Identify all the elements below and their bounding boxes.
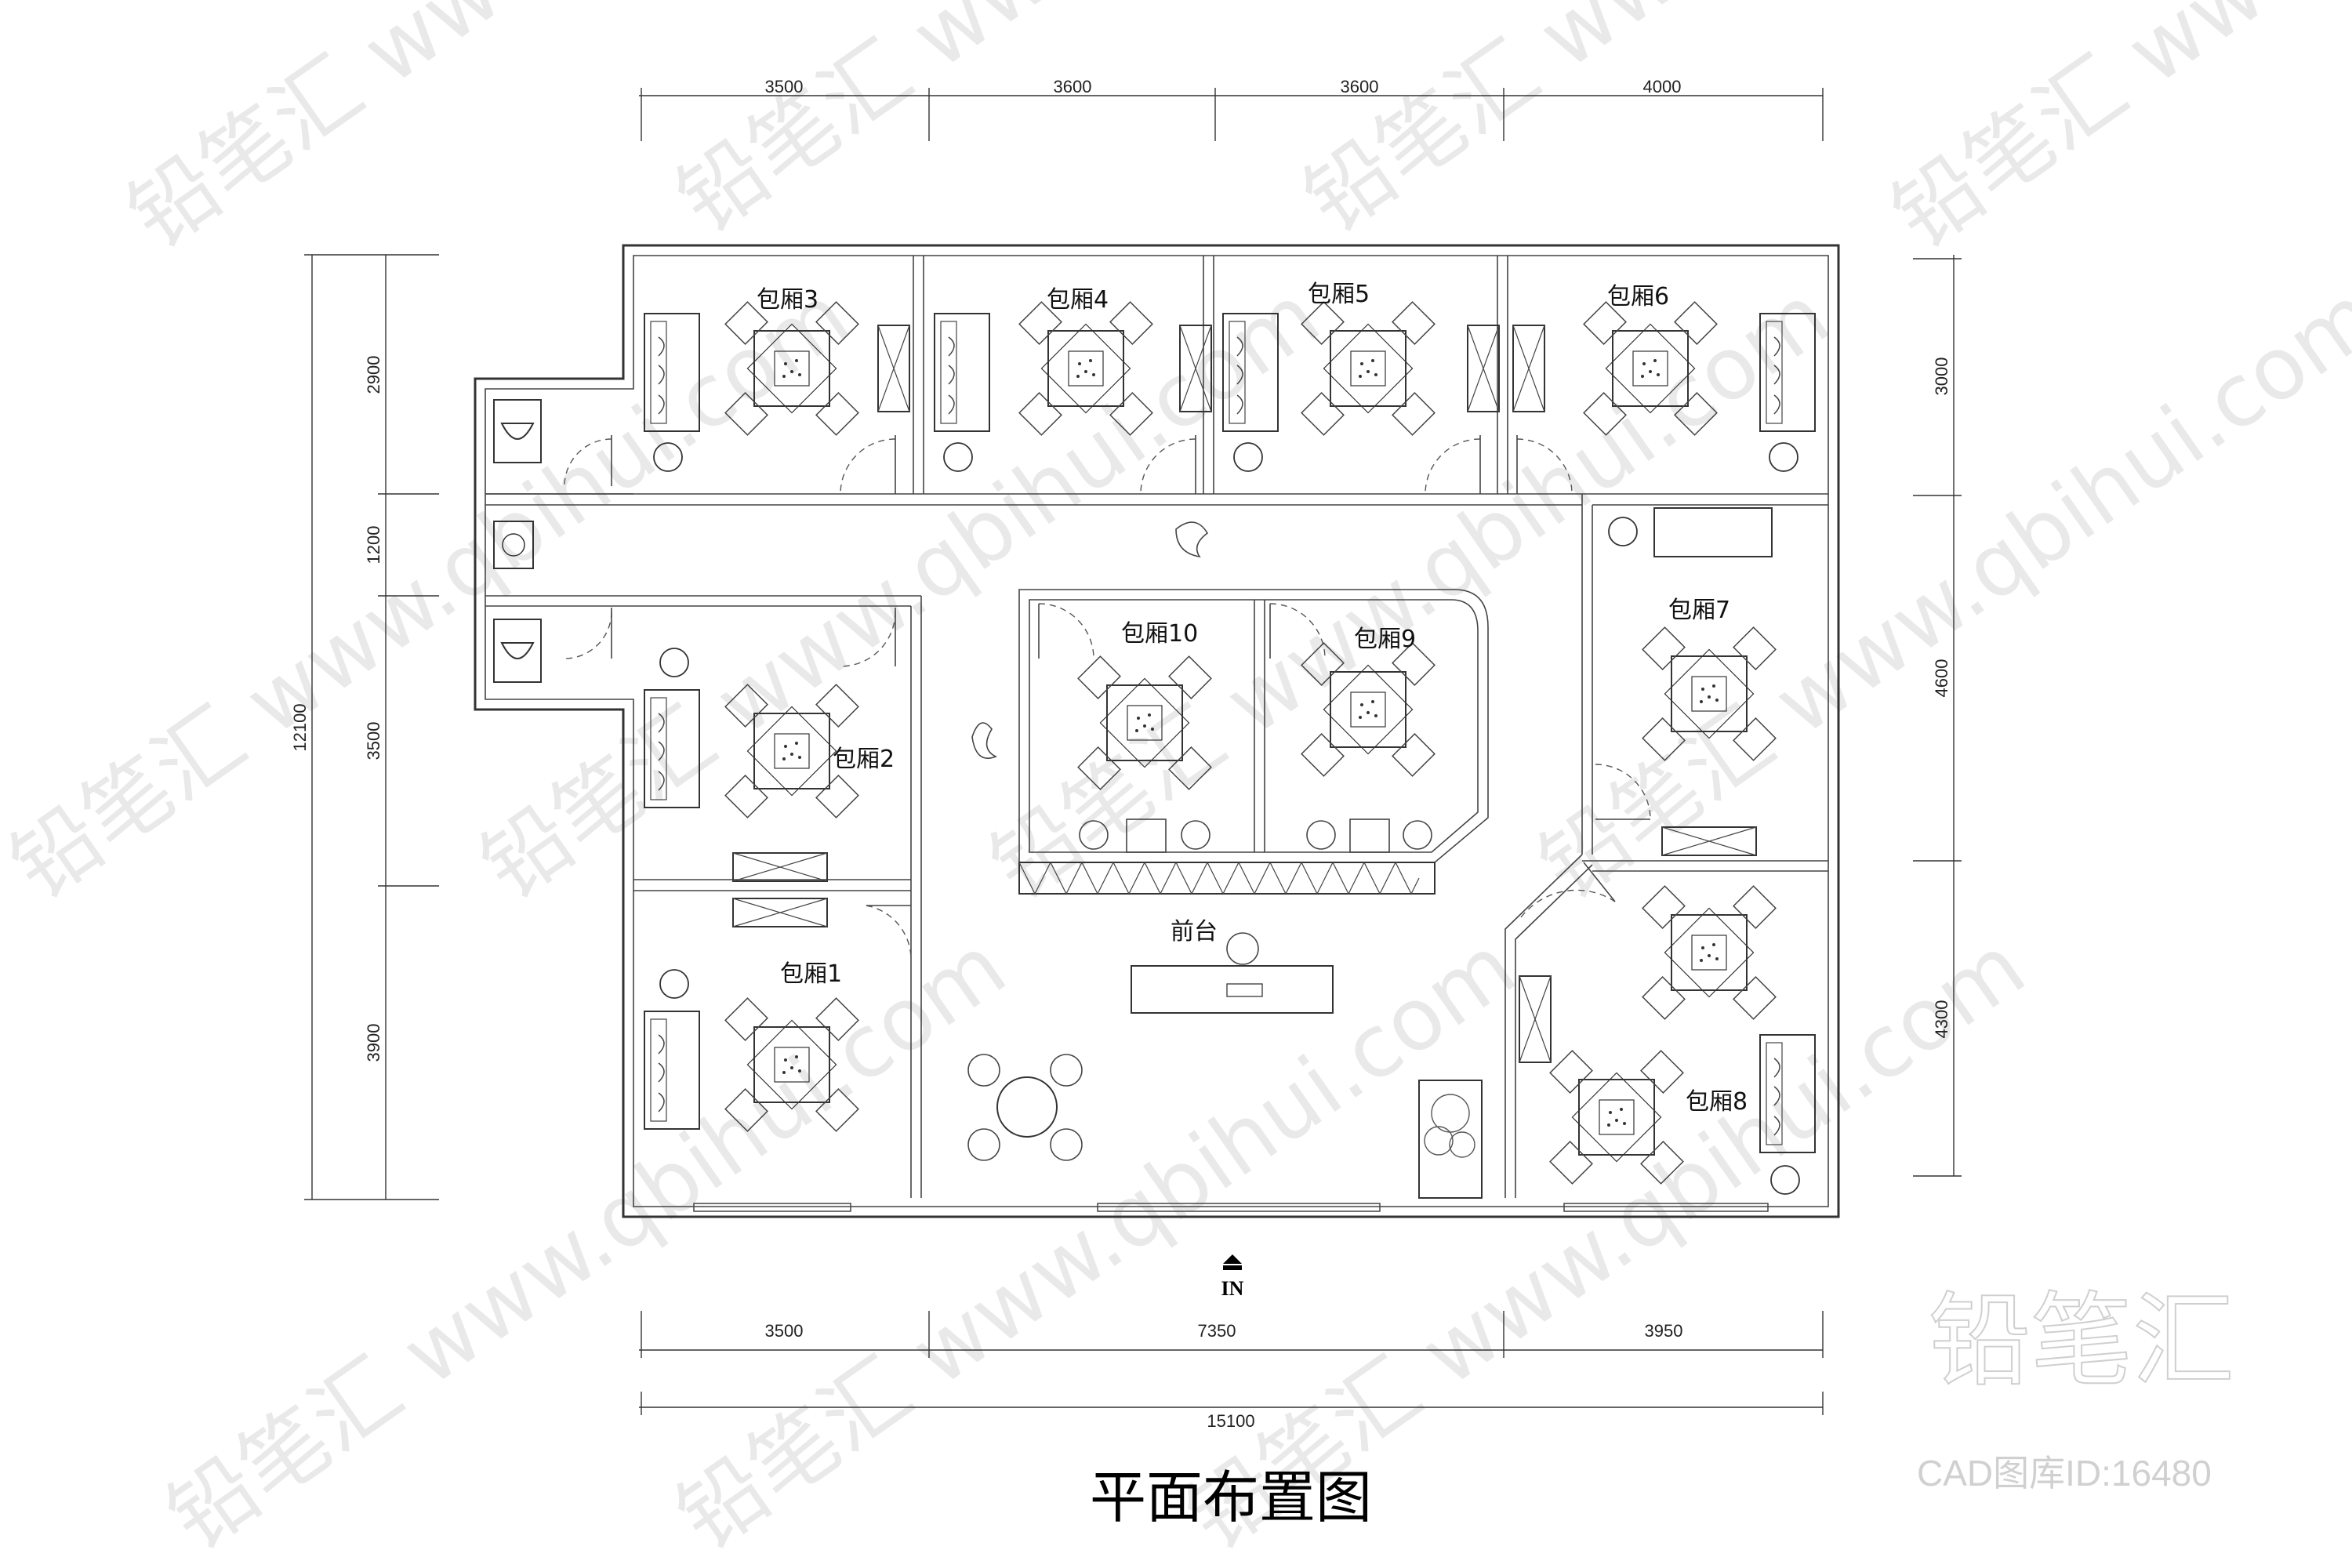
walls bbox=[474, 244, 1840, 1218]
cad-id-watermark: CAD图库ID:16480 bbox=[1917, 1453, 2212, 1494]
dim-top-3: 3600 bbox=[1341, 77, 1379, 96]
room-6-furniture bbox=[1512, 301, 1816, 472]
room-label-3: 包厢3 bbox=[757, 286, 818, 314]
plant-planter bbox=[1418, 1080, 1483, 1199]
room-8-furniture bbox=[1519, 885, 1816, 1195]
room-label-5: 包厢5 bbox=[1308, 281, 1370, 308]
dim-left-3: 3500 bbox=[364, 722, 383, 760]
room-1-furniture bbox=[644, 898, 859, 1132]
dim-bottom-3: 3950 bbox=[1645, 1321, 1683, 1341]
svg-text:铅笔汇 www.qbihui.com: 铅笔汇 www.qbihui.com bbox=[463, 265, 1337, 918]
svg-text:铅笔汇 www.qbihui.com: 铅笔汇 www.qbihui.com bbox=[0, 265, 866, 918]
room-label-8: 包厢8 bbox=[1686, 1088, 1748, 1116]
dim-bottom-1: 3500 bbox=[765, 1321, 804, 1341]
room-5-furniture bbox=[1222, 301, 1500, 472]
room-label-2: 包厢2 bbox=[833, 746, 895, 773]
person-figure-icon bbox=[971, 722, 997, 759]
room-9-furniture bbox=[1301, 642, 1436, 853]
dim-top-2: 3600 bbox=[1054, 77, 1092, 96]
reception-desk bbox=[1131, 965, 1334, 1014]
room-4-furniture bbox=[934, 301, 1212, 472]
dim-left-4: 3900 bbox=[364, 1024, 383, 1062]
room-3-furniture bbox=[644, 301, 910, 472]
doors bbox=[564, 435, 1651, 961]
entrance-arrow-icon bbox=[1223, 1254, 1242, 1264]
dim-top-4: 4000 bbox=[1643, 77, 1682, 96]
dim-overall-height: 12100 bbox=[290, 703, 310, 751]
drawing-title: 平面布置图 bbox=[1090, 1465, 1372, 1530]
room-label-9: 包厢9 bbox=[1354, 626, 1416, 653]
bottom-dimensions: 3500 7350 3950 15100 bbox=[639, 1311, 1824, 1431]
room-7-furniture bbox=[1608, 507, 1777, 856]
left-dimensions: 12100 2900 1200 3500 3900 bbox=[290, 254, 439, 1200]
dim-right-1: 3000 bbox=[1932, 358, 1951, 396]
room-label-6: 包厢6 bbox=[1607, 283, 1669, 310]
lobby-furniture bbox=[967, 521, 1483, 1199]
room-label-7: 包厢7 bbox=[1668, 597, 1730, 624]
right-dimensions: 3000 4600 4300 bbox=[1913, 255, 1962, 1177]
reception-label: 前台 bbox=[1171, 918, 1218, 946]
svg-text:铅笔汇 www.qbihui.com: 铅笔汇 www.qbihui.com bbox=[150, 916, 1023, 1568]
toilet-fixtures bbox=[493, 399, 542, 683]
top-dimensions: 3500 3600 3600 4000 bbox=[639, 77, 1824, 141]
room-2-furniture bbox=[644, 648, 859, 882]
person-figure-icon bbox=[1175, 521, 1209, 558]
dim-overall-width: 15100 bbox=[1207, 1411, 1254, 1431]
room-label-1: 包厢1 bbox=[780, 960, 842, 988]
dim-top-1: 3500 bbox=[765, 77, 804, 96]
brand-watermark: 铅笔汇 bbox=[1929, 1281, 2234, 1400]
svg-text:铅笔汇 www.qbihui.com: 铅笔汇 www.qbihui.com bbox=[1875, 0, 2352, 267]
dim-left-2: 1200 bbox=[364, 526, 383, 564]
dim-right-2: 4600 bbox=[1932, 659, 1951, 698]
dim-left-1: 2900 bbox=[364, 356, 383, 394]
entrance-label: IN bbox=[1221, 1277, 1244, 1300]
room-10-furniture bbox=[1077, 655, 1212, 853]
dim-bottom-2: 7350 bbox=[1198, 1321, 1236, 1341]
room-label-4: 包厢4 bbox=[1047, 286, 1109, 314]
dim-right-3: 4300 bbox=[1932, 1000, 1951, 1039]
room-label-10: 包厢10 bbox=[1121, 620, 1198, 648]
